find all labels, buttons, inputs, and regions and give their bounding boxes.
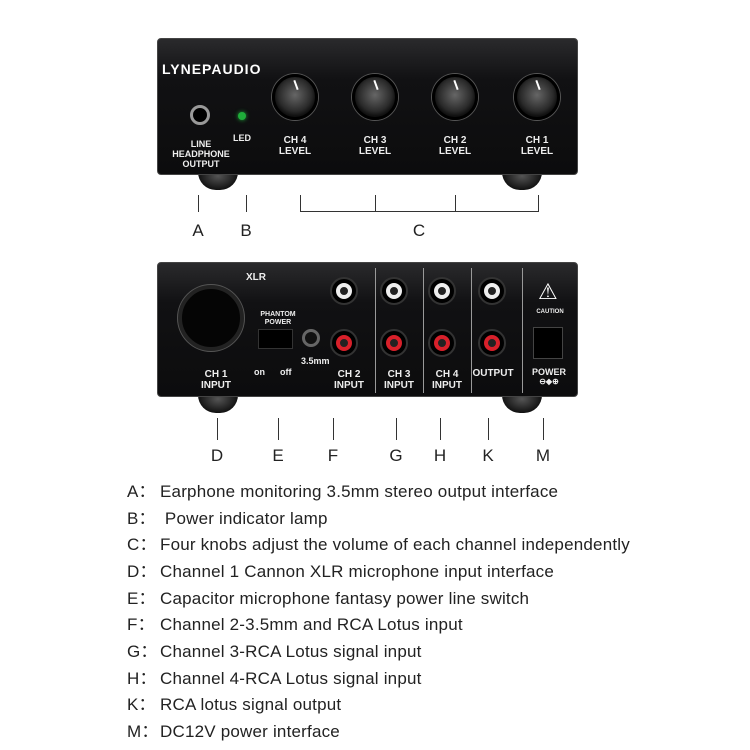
divider <box>423 268 424 393</box>
leader-line <box>375 195 376 212</box>
ch4-knob[interactable] <box>272 74 318 120</box>
off-label: off <box>280 367 292 377</box>
leader-line <box>333 418 334 440</box>
leader-line <box>217 418 218 440</box>
xlr-input[interactable] <box>178 285 244 351</box>
legend-item: D：Channel 1 Cannon XLR microphone input … <box>127 562 555 581</box>
leader-line <box>440 418 441 440</box>
ch2-rca-red[interactable] <box>330 329 358 357</box>
ch2-knob[interactable] <box>432 74 478 120</box>
legend-item: E：Capacitor microphone fantasy power lin… <box>127 589 530 608</box>
legend-item: G：Channel 3-RCA Lotus signal input <box>127 642 422 661</box>
legend-item: K：RCA lotus signal output <box>127 695 342 714</box>
ch3-input-label: CH 3 INPUT <box>384 369 414 391</box>
divider <box>375 268 376 393</box>
back-panel: XLR CH 1 INPUT PHANTOM POWER on off 3.5m… <box>157 262 578 397</box>
legend-item: A：Earphone monitoring 3.5mm stereo outpu… <box>127 482 559 501</box>
callout-m: M <box>535 446 551 465</box>
legend-item: F：Channel 2-3.5mm and RCA Lotus input <box>127 615 463 634</box>
leader-line <box>198 195 199 212</box>
ch1-knob[interactable] <box>514 74 560 120</box>
callout-g: G <box>389 446 403 465</box>
headphone-jack[interactable] <box>190 105 210 125</box>
output-rca-white[interactable] <box>478 277 506 305</box>
divider <box>522 268 523 393</box>
caution-label: CAUTION <box>536 309 564 315</box>
ch1-input-label: CH 1 INPUT <box>201 369 231 391</box>
leader-line <box>278 418 279 440</box>
callout-b: B <box>240 221 252 240</box>
callout-k: K <box>482 446 494 465</box>
leader-line <box>455 195 456 212</box>
callout-d: D <box>210 446 224 465</box>
output-rca-red[interactable] <box>478 329 506 357</box>
divider <box>471 268 472 393</box>
callout-a: A <box>192 221 204 240</box>
xlr-label: XLR <box>246 272 266 283</box>
foot <box>198 170 238 190</box>
headphone-label: LINE HEADPHONE OUTPUT <box>172 139 230 169</box>
ch2-rca-white[interactable] <box>330 277 358 305</box>
leader-line <box>246 195 247 212</box>
power-label: POWER <box>531 367 566 377</box>
leader-line <box>543 418 544 440</box>
foot <box>502 170 542 190</box>
leader-line <box>300 195 301 212</box>
caution-triangle-icon: ⚠ <box>538 279 558 304</box>
ch3-rca-white[interactable] <box>380 277 408 305</box>
mm-label: 3.5mm <box>301 356 330 366</box>
front-panel: LYNEPAUDIO LINE HEADPHONE OUTPUT LED CH … <box>157 38 578 175</box>
output-label: OUTPUT <box>472 368 514 379</box>
legend-item: M：DC12V power interface <box>127 722 340 741</box>
led-indicator <box>238 112 246 120</box>
callout-f: F <box>327 446 339 465</box>
ch4-label: CH 4 LEVEL <box>278 135 312 157</box>
callout-e: E <box>272 446 284 465</box>
leader-line <box>396 418 397 440</box>
polarity-icon: ⊖◆⊕ <box>539 377 559 386</box>
phantom-label: PHANTOM POWER <box>260 311 296 326</box>
leader-line <box>488 418 489 440</box>
dc-power-jack[interactable] <box>533 327 563 359</box>
bracket-line <box>300 211 539 212</box>
ch3-knob[interactable] <box>352 74 398 120</box>
ch4-rca-white[interactable] <box>428 277 456 305</box>
foot <box>198 393 238 413</box>
ch4-rca-red[interactable] <box>428 329 456 357</box>
ch3-rca-red[interactable] <box>380 329 408 357</box>
ch3-label: CH 3 LEVEL <box>358 135 392 157</box>
led-label: LED <box>233 133 251 143</box>
leader-line <box>538 195 539 212</box>
brand-logo: LYNEPAUDIO <box>162 61 262 77</box>
3.5mm-input-jack[interactable] <box>302 329 320 347</box>
callout-h: H <box>433 446 447 465</box>
ch2-input-label: CH 2 INPUT <box>334 369 364 391</box>
ch2-label: CH 2 LEVEL <box>438 135 472 157</box>
foot <box>502 393 542 413</box>
legend-item: B： Power indicator lamp <box>127 509 328 528</box>
callout-c: C <box>412 221 426 240</box>
phantom-power-switch[interactable] <box>258 329 293 349</box>
ch4-input-label: CH 4 INPUT <box>432 369 462 391</box>
on-label: on <box>254 367 265 377</box>
legend-item: H：Channel 4-RCA Lotus signal input <box>127 669 422 688</box>
ch1-label: CH 1 LEVEL <box>520 135 554 157</box>
legend-item: C：Four knobs adjust the volume of each c… <box>127 535 630 554</box>
